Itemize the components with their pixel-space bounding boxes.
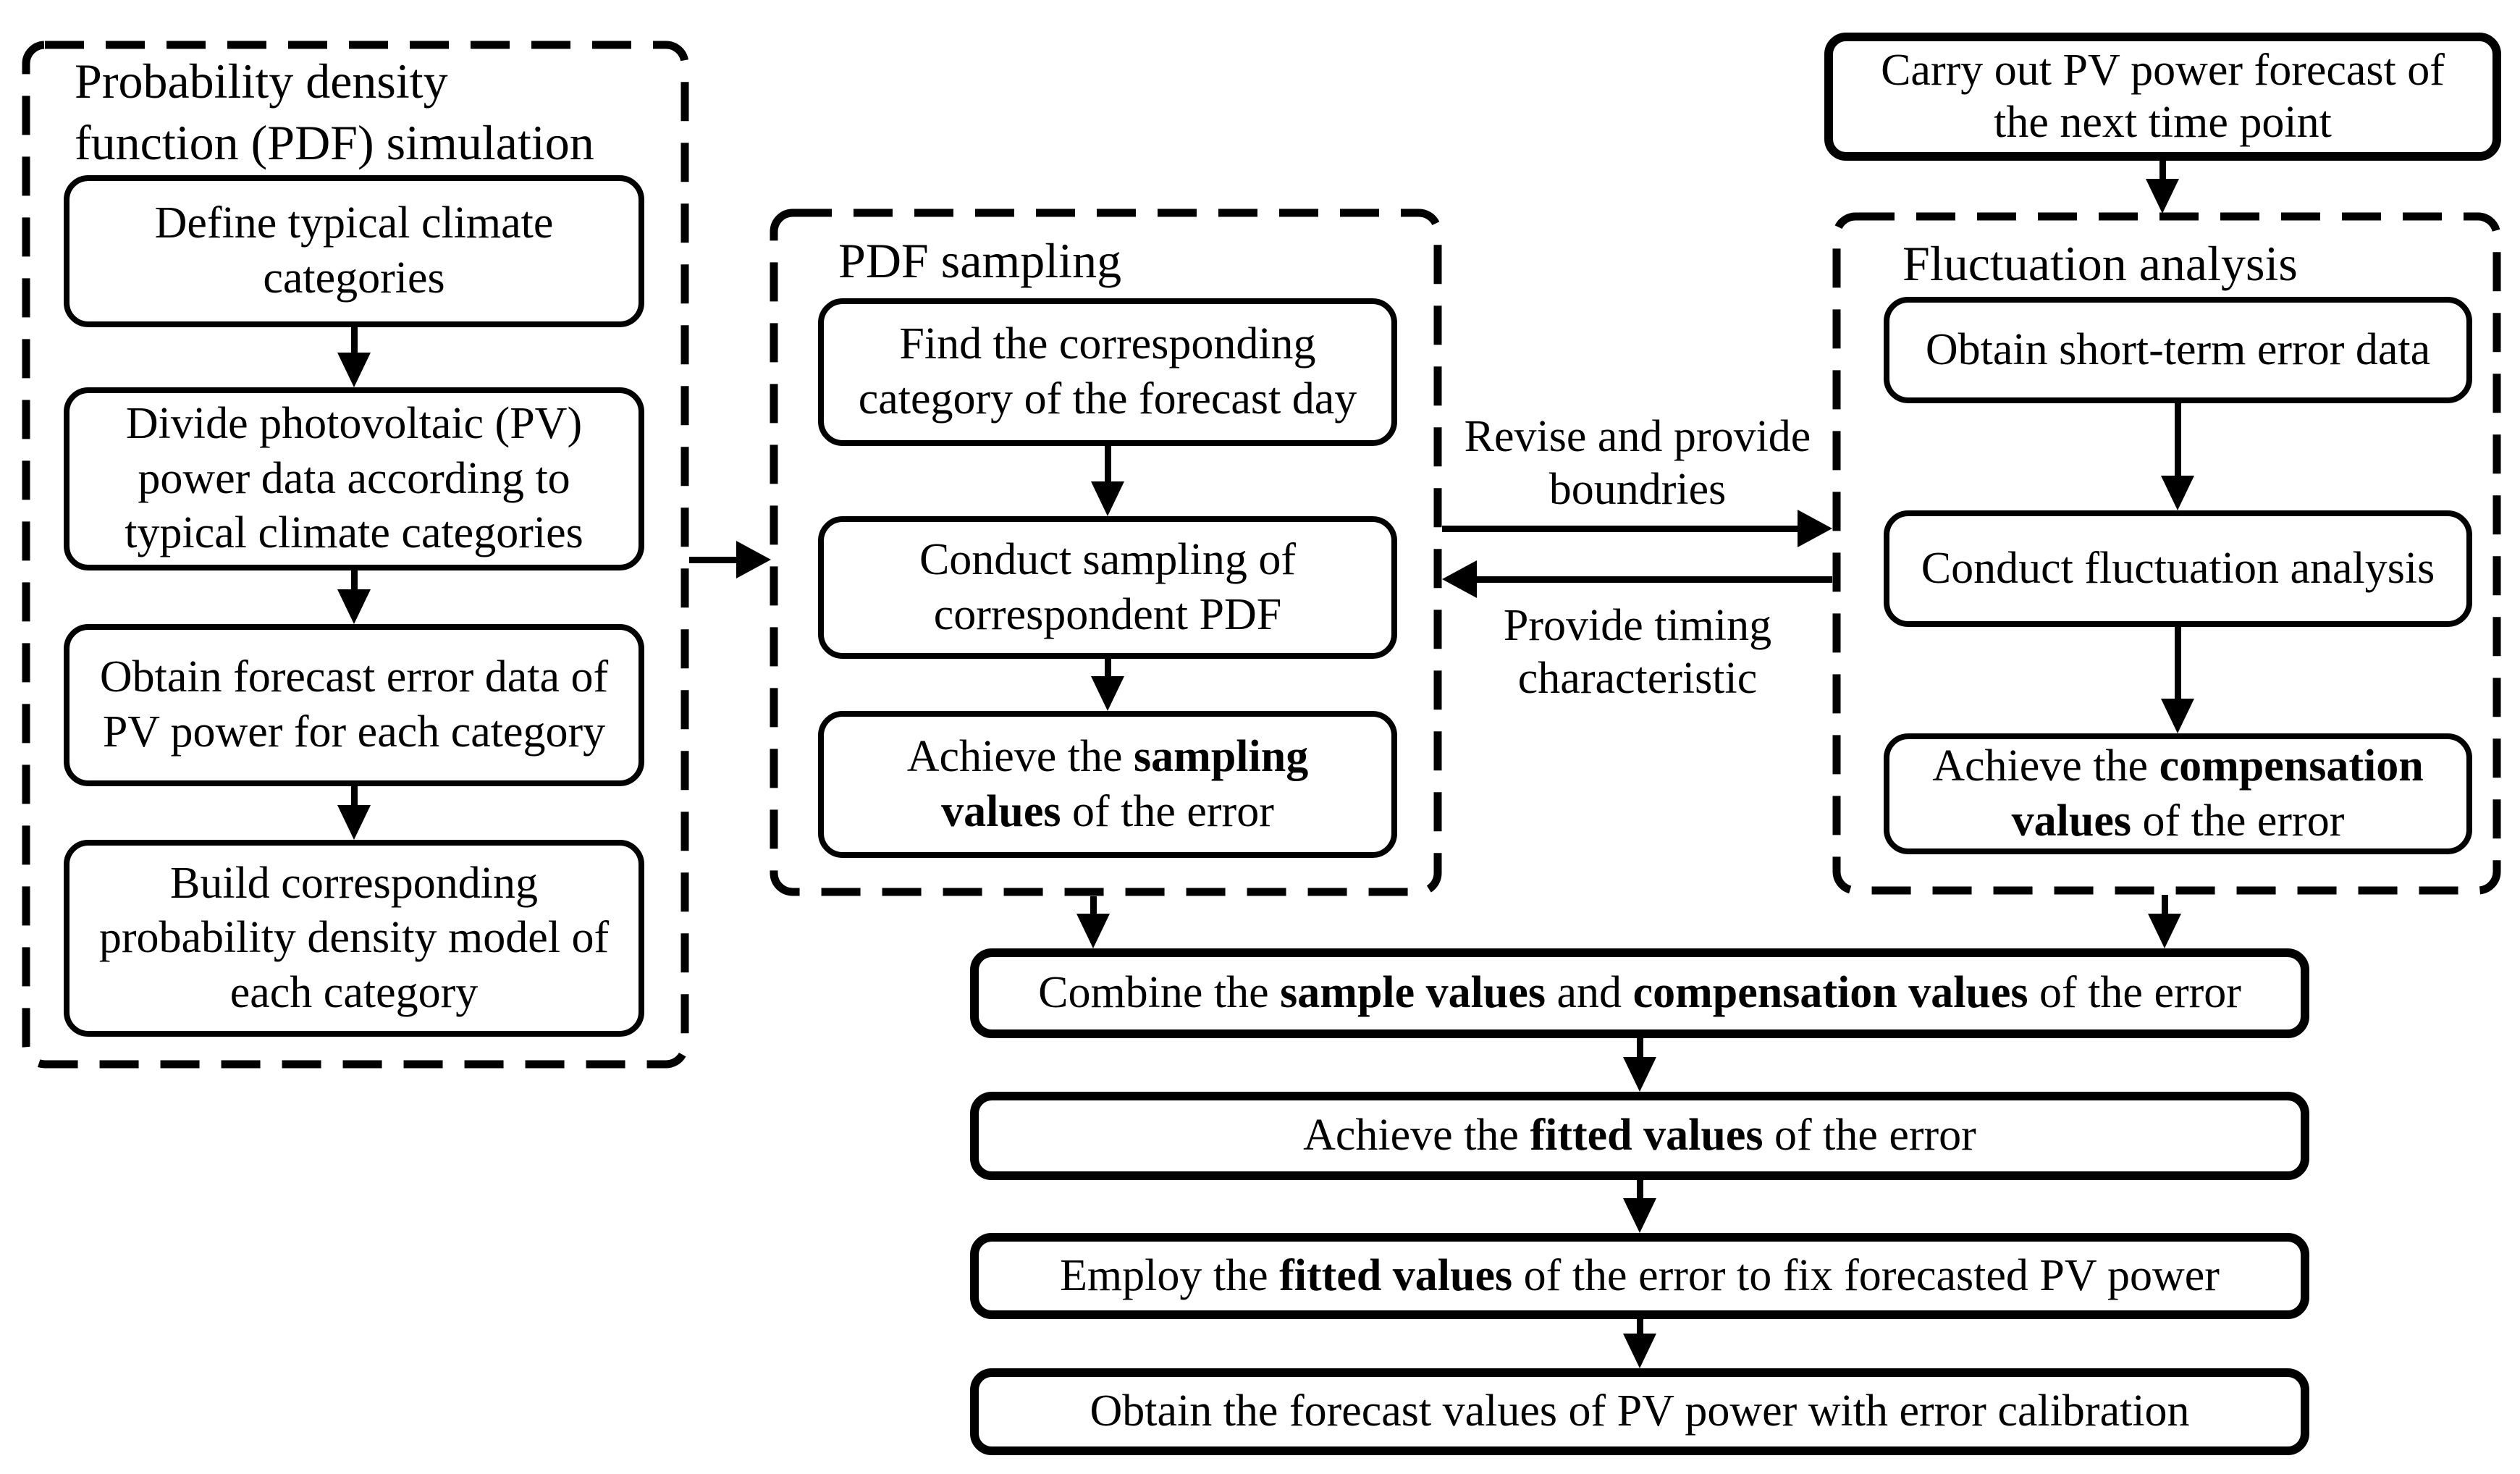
arrow-down-icon (2148, 895, 2181, 948)
arrow-down-icon (1091, 446, 1124, 516)
arrow-down-icon (2146, 161, 2179, 214)
pdf-simulation-title: Probability density function (PDF) simul… (75, 51, 594, 174)
fluctuation-panel (1832, 212, 2501, 895)
find-category-box: Find the corresponding category of the f… (818, 298, 1397, 446)
combine-values-box: Combine the sample values and compensati… (970, 948, 2309, 1038)
pdf-sampling-title: PDF sampling (838, 233, 1122, 288)
arrow-down-icon (1623, 1180, 1656, 1233)
pdf-simulation-title-line1: Probability density (75, 54, 448, 109)
pdf-simulation-panel (22, 41, 689, 1069)
arrow-down-icon (337, 327, 371, 387)
compensation-values-box: Achieve the compensation values of the e… (1884, 733, 2472, 854)
short-term-error-box: Obtain short-term error data (1884, 297, 2472, 403)
pdf-sampling-panel (770, 209, 1442, 896)
fluctuation-title: Fluctuation analysis (1902, 236, 2298, 291)
define-climate-box: Define typical climate categories (64, 175, 644, 327)
timing-characteristic-label: Provide timing characteristic (1503, 601, 1772, 704)
arrow-left-icon (1442, 560, 1832, 598)
carry-forecast-box: Carry out PV power forecast of the next … (1824, 33, 2501, 161)
arrow-down-icon (337, 570, 371, 624)
arrow-down-icon (1623, 1319, 1656, 1368)
forecast-calibration-box: Obtain the forecast values of PV power w… (970, 1368, 2309, 1455)
sampling-values-box: Achieve the sampling values of the error (818, 711, 1397, 858)
arrow-down-icon (1076, 896, 1110, 948)
arrow-right-icon (1442, 510, 1832, 547)
revise-boundaries-label: Revise and provide boundries (1464, 412, 1811, 515)
arrow-down-icon (1091, 659, 1124, 711)
arrow-right-icon (689, 541, 771, 578)
fluctuation-analysis-box: Conduct fluctuation analysis (1884, 510, 2472, 627)
employ-fitted-box: Employ the fitted values of the error to… (970, 1233, 2309, 1319)
conduct-sampling-box: Conduct sampling of correspondent PDF (818, 516, 1397, 659)
build-model-box: Build corresponding probability density … (64, 840, 644, 1037)
obtain-error-box: Obtain forecast error data of PV power f… (64, 624, 644, 786)
pdf-simulation-title-line2: function (PDF) simulation (75, 115, 594, 170)
arrow-down-icon (2161, 627, 2194, 733)
divide-pv-box: Divide photovoltaic (PV) power data acco… (64, 387, 644, 570)
arrow-down-icon (2161, 403, 2194, 510)
arrow-down-icon (337, 786, 371, 840)
fitted-values-box: Achieve the fitted values of the error (970, 1092, 2309, 1180)
arrow-down-icon (1623, 1038, 1656, 1092)
